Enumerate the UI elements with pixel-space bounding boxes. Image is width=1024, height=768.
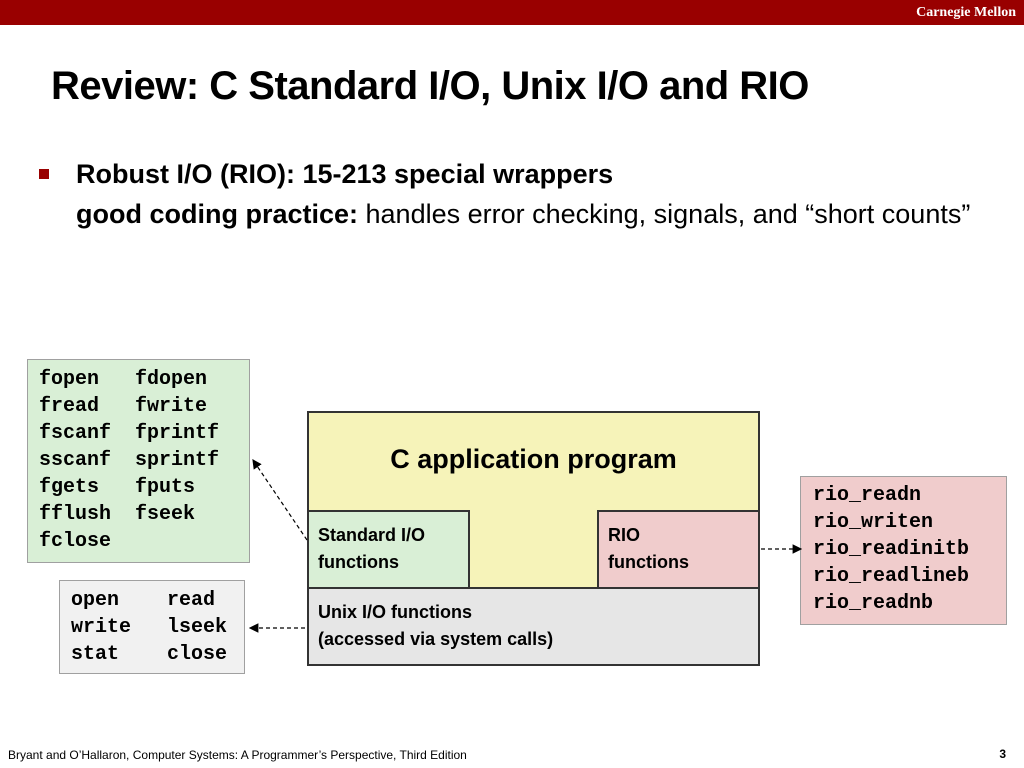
stdio-function-list: fopen fdopen fread fwrite fscanf fprintf ss… xyxy=(27,359,250,563)
unix-functions-box: Unix I/O functions (accessed via system … xyxy=(307,587,760,666)
stdio-row: fflush fseek xyxy=(39,501,249,528)
unix-fn-name: read xyxy=(167,589,216,612)
unix-fn-name: close xyxy=(167,643,228,666)
stdio-fn-name: fputs xyxy=(135,476,196,499)
stdio-fn-name: fdopen xyxy=(135,368,208,391)
application-label: C application program xyxy=(390,444,677,474)
stdio-fn-name: fscanf xyxy=(39,422,112,445)
bullet-rest: handles error checking, signals, and “sh… xyxy=(358,199,971,229)
stdio-fn-name: fopen xyxy=(39,368,100,391)
slide-title: Review: C Standard I/O, Unix I/O and RIO xyxy=(51,64,809,108)
footer-citation: Bryant and O’Hallaron, Computer Systems:… xyxy=(8,748,467,762)
stdio-row: fread fwrite xyxy=(39,393,249,420)
stdio-row: sscanf sprintf xyxy=(39,447,249,474)
stdio-row: fopen fdopen xyxy=(39,366,249,393)
rio-fn-name: rio_readnb xyxy=(813,592,934,615)
unix-fn-name: stat xyxy=(71,643,120,666)
unix-fn-name: open xyxy=(71,589,120,612)
stdio-fn-name: fflush xyxy=(39,503,112,526)
unix-box-line1: Unix I/O functions xyxy=(318,602,473,622)
rio-box-line2: functions xyxy=(608,552,689,572)
arrow-stdio xyxy=(252,459,308,541)
bullet-marker xyxy=(39,169,49,179)
stdio-box-line1: Standard I/O xyxy=(318,525,426,545)
stdio-row: fscanf fprintf xyxy=(39,420,249,447)
stdio-row: fclose xyxy=(39,528,249,555)
rio-box-line1: RIO xyxy=(608,525,641,545)
stdio-row: fgets fputs xyxy=(39,474,249,501)
unix-row: stat close xyxy=(71,641,244,668)
rio-fn-name: rio_writen xyxy=(813,511,934,534)
bullet-bold-lead: good coding practice: xyxy=(76,199,359,229)
unix-function-list: open read write lseek stat close xyxy=(59,580,245,674)
header-bar: Carnegie Mellon xyxy=(0,0,1024,25)
stdio-fn-name: sscanf xyxy=(39,449,112,472)
rio-fn-name: rio_readn xyxy=(813,484,922,507)
rio-function-list: rio_readn rio_writen rio_readinitb rio_r… xyxy=(800,476,1007,625)
stdio-box-line2: functions xyxy=(318,552,399,572)
page-number: 3 xyxy=(999,747,1006,761)
stdio-fn-name: sprintf xyxy=(135,449,220,472)
stdio-fn-name: fclose xyxy=(39,530,112,553)
unix-box-line2: (accessed via system calls) xyxy=(318,629,554,649)
rio-fn-name: rio_readlineb xyxy=(813,565,970,588)
stdio-fn-name: fseek xyxy=(135,503,196,526)
stdio-functions-box: Standard I/O functions xyxy=(307,510,470,589)
brand-label: Carnegie Mellon xyxy=(916,5,1016,20)
stdio-fn-name: fwrite xyxy=(135,395,208,418)
stdio-fn-name: fprintf xyxy=(135,422,220,445)
stdio-fn-name: fread xyxy=(39,395,100,418)
unix-row: open read xyxy=(71,587,244,614)
unix-row: write lseek xyxy=(71,614,244,641)
bullet-line1: Robust I/O (RIO): 15-213 special wrapper… xyxy=(76,159,614,189)
unix-fn-name: write xyxy=(71,616,132,639)
unix-fn-name: lseek xyxy=(167,616,228,639)
stdio-fn-name: fgets xyxy=(39,476,100,499)
bullet-text: Robust I/O (RIO): 15-213 special wrapper… xyxy=(76,154,976,234)
rio-fn-name: rio_readinitb xyxy=(813,538,970,561)
